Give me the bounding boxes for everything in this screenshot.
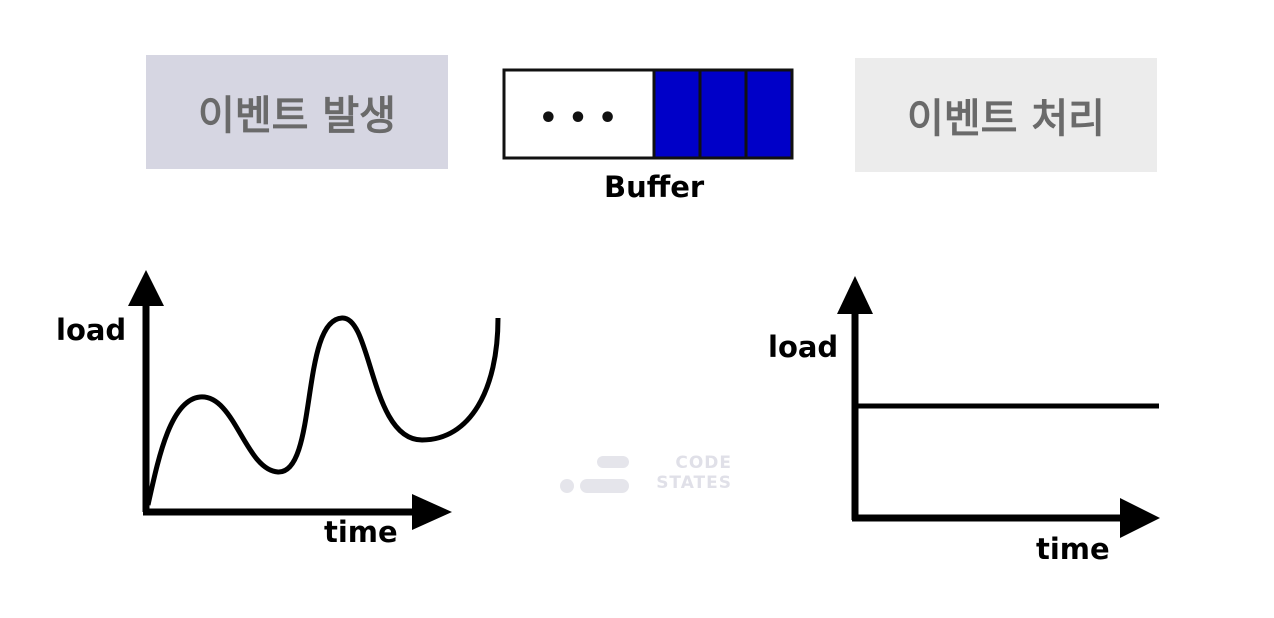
buffer-slots bbox=[652, 68, 794, 160]
buffer-filled-slot bbox=[698, 68, 748, 160]
right-x-axis-arrow bbox=[1120, 498, 1160, 538]
right-y-axis-arrow bbox=[837, 276, 873, 314]
left-y-axis-label: load bbox=[56, 313, 127, 347]
right-x-axis-label: time bbox=[1036, 532, 1110, 566]
buffer-queue: • • • bbox=[502, 68, 794, 160]
watermark-icon bbox=[560, 456, 629, 493]
left-y-axis-arrow bbox=[128, 270, 164, 306]
buffer-filled-slot bbox=[652, 68, 702, 160]
event-consumer-box: 이벤트 처리 bbox=[855, 58, 1157, 172]
right-y-axis-label: load bbox=[768, 330, 839, 364]
event-consumer-label: 이벤트 처리 bbox=[907, 96, 1105, 142]
event-producer-label: 이벤트 발생 bbox=[198, 93, 396, 139]
buffer-ellipsis: • • • bbox=[539, 101, 617, 136]
right-graph bbox=[837, 276, 1160, 538]
left-graph bbox=[128, 270, 501, 530]
left-x-axis-label: time bbox=[324, 515, 398, 549]
buffer-label: Buffer bbox=[604, 170, 705, 204]
left-load-curve bbox=[145, 315, 501, 506]
left-x-axis-arrow bbox=[412, 494, 452, 530]
watermark-text-line1: CODE bbox=[675, 453, 732, 473]
watermark-logo: CODE STATES bbox=[557, 453, 737, 497]
event-producer-box: 이벤트 발생 bbox=[146, 55, 448, 169]
watermark-text-line2: STATES bbox=[656, 473, 732, 493]
